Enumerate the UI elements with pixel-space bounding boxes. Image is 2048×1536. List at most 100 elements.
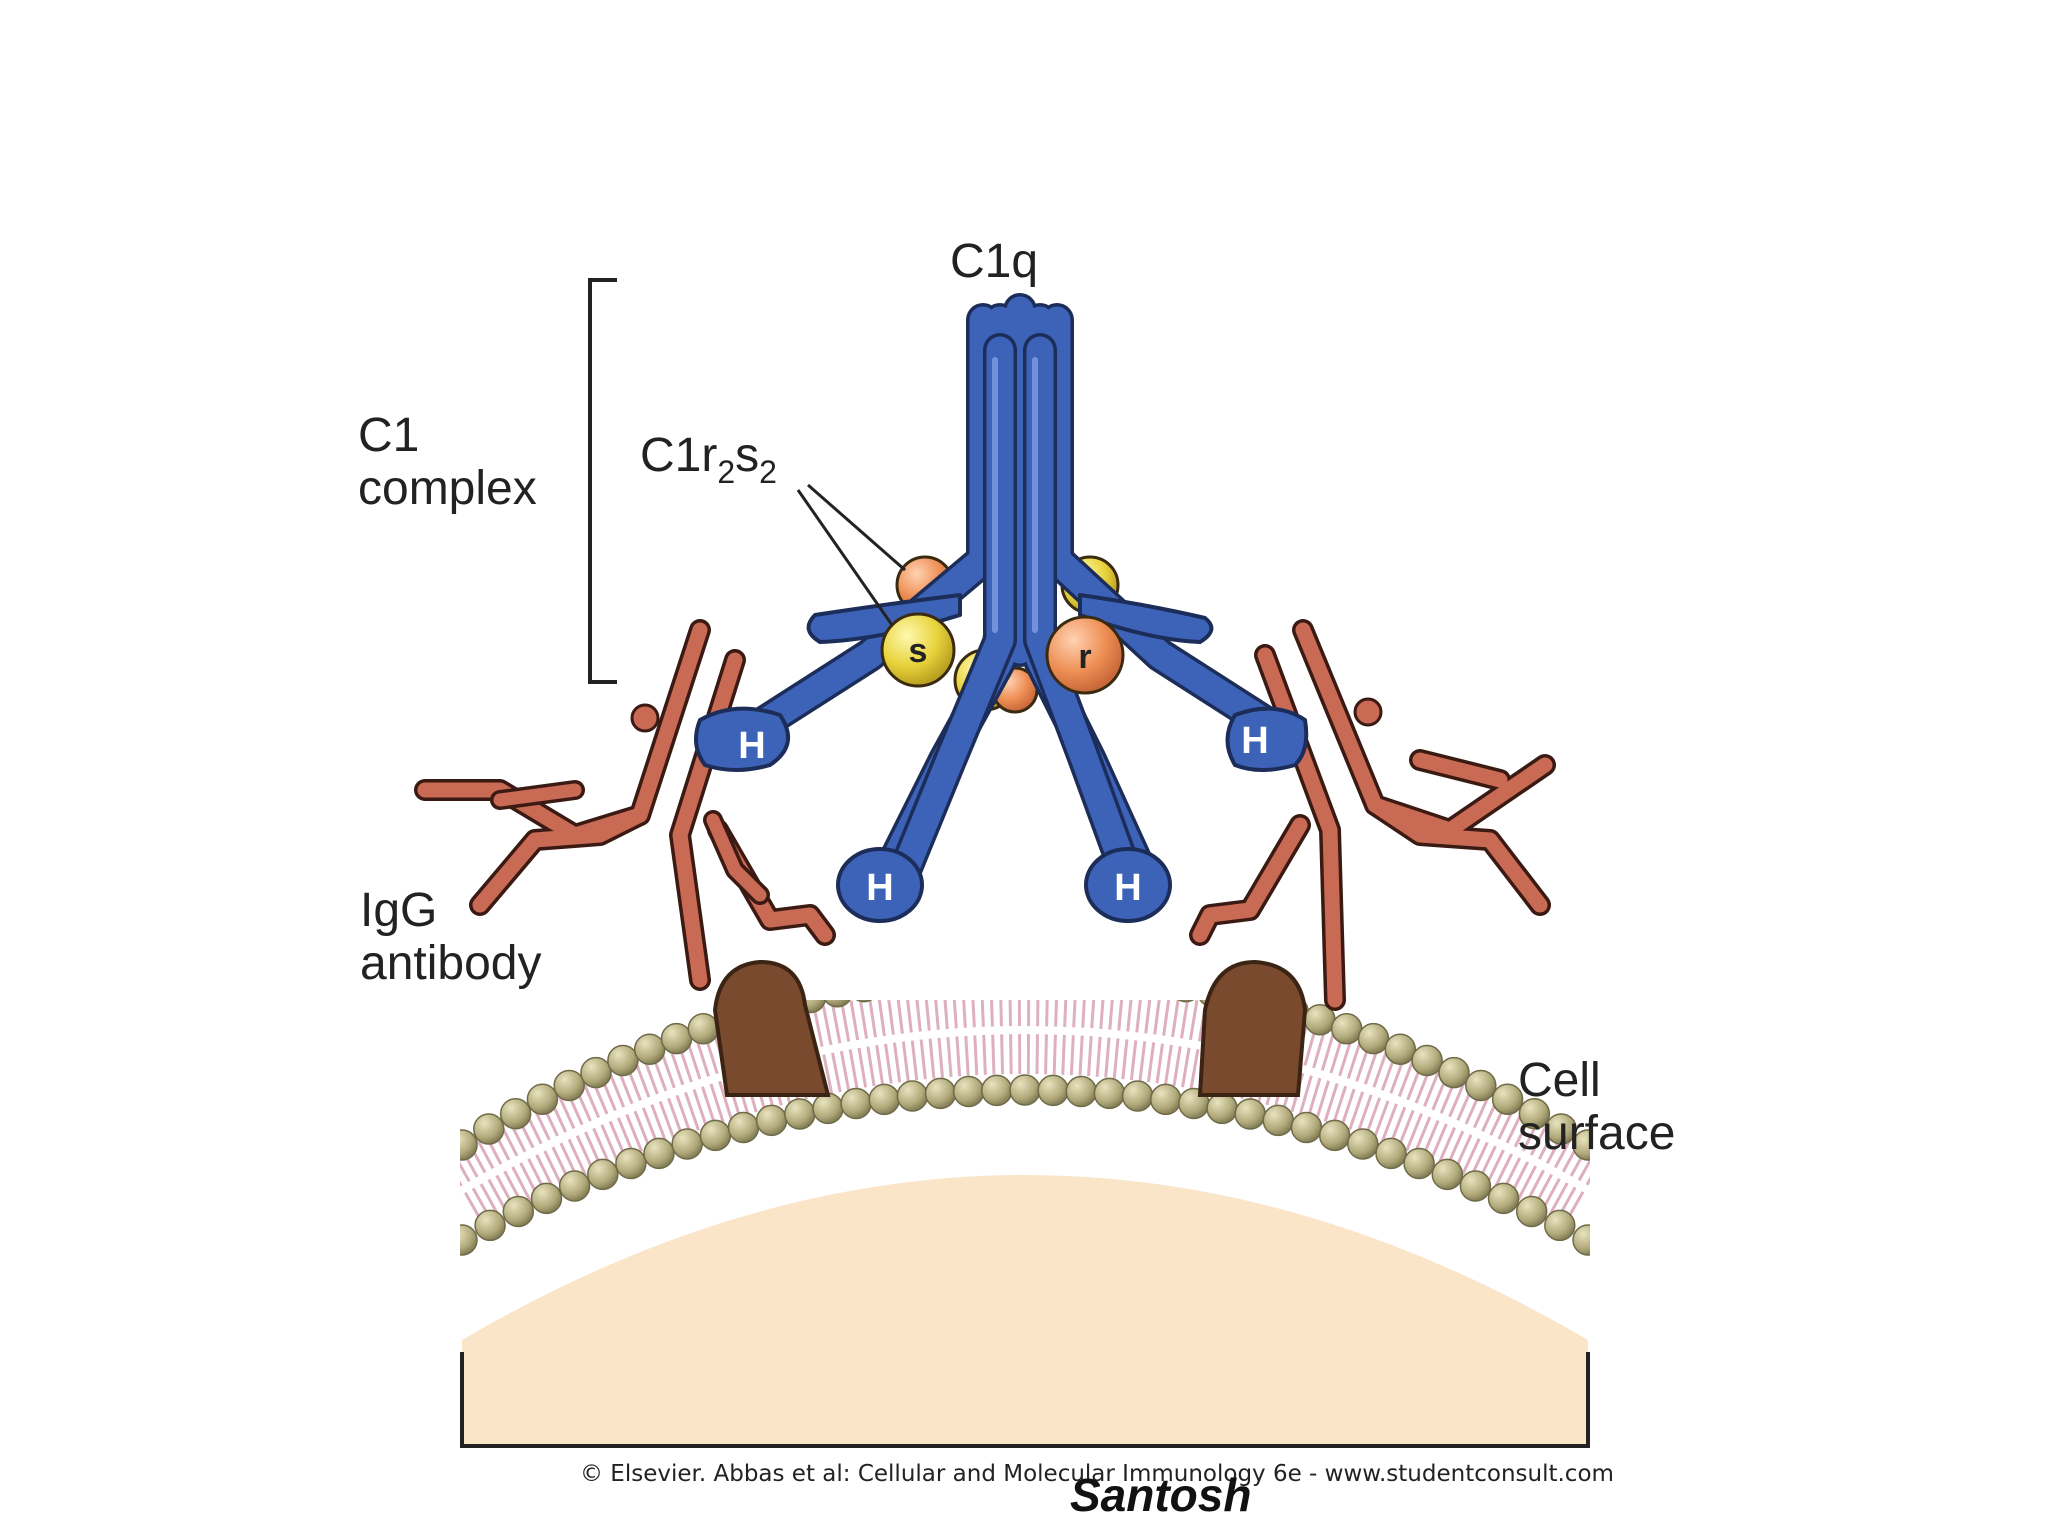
lipid-head-bead [1150,1083,1182,1116]
lipid-head-bead [499,1097,532,1130]
lipid-head-bead [1357,1022,1390,1055]
svg-text:H: H [1241,720,1268,762]
c1r2s2-label: C1r2s2 [640,429,777,490]
c1r2s2-pointer-lines [796,483,906,626]
s-subunit: s [880,612,956,688]
lipid-head-bead [1431,1158,1464,1191]
head-left-lower: H [836,847,924,923]
lipid-head-bead [607,1044,639,1077]
lipid-head-bead [1572,1129,1590,1161]
lipid-head-bead [643,1137,675,1170]
svg-text:H: H [1114,867,1141,909]
lipid-head-bead [1234,1098,1266,1130]
lipid-head-bead [903,964,933,994]
lipid-head-bead [687,1013,720,1045]
lipid-head-bead [474,1209,506,1242]
lipid-head-bead [1465,1069,1497,1102]
lipid-head-bead [1093,1077,1126,1110]
lipid-head-bead [727,1111,760,1144]
lipid-head-bead [896,1080,929,1112]
lipid-head-bead [460,1224,478,1256]
lipid-head-bead [876,967,906,997]
lipid-head-bead [526,1083,559,1115]
lipid-head-bead [1206,1092,1238,1125]
lipid-head-bead [1438,1056,1470,1089]
inner-lipid-heads [460,1074,1590,1256]
lipid-head-bead [460,1129,478,1161]
antigen-left [712,959,831,1097]
lipid-head-bead [1544,1209,1576,1242]
svg-text:H: H [738,725,765,767]
lipid-head-bead [580,1056,612,1089]
lipid-head-bead [1037,1074,1069,1107]
igg-antibody-label: IgG antibody [360,884,542,990]
lipid-head-bead [755,1104,788,1137]
lipid-head-bead [1572,1224,1590,1256]
lipid-head-bead [1144,967,1174,997]
lipid-head-bead [633,1033,666,1065]
lipid-head-bead [1318,1119,1351,1152]
lipid-head-bead [983,958,1013,988]
lipid-head-bead [1411,1044,1443,1077]
lipid-head-bead [1262,1104,1295,1137]
lipid-head-bead [558,1170,591,1202]
r-subunit: r [1045,615,1125,695]
lipid-head-bead [587,1158,619,1191]
antigen-right [1197,959,1308,1097]
lipid-head-bead [855,1000,873,1003]
lipid-head-bead [1010,958,1040,988]
cell-box-edge [460,1352,1590,1448]
cytoplasm [462,1175,1588,1448]
lipid-head-bead [1037,958,1067,988]
lipid-head-bead [1545,1113,1577,1145]
lipid-head-bead [924,1077,957,1110]
svg-text:s: s [909,632,928,670]
lipid-head-bead [1515,1195,1548,1228]
head-right-upper: H [1225,706,1309,772]
c1-complex-label: C1 complex [358,409,537,515]
c1q-molecule [728,293,1302,887]
lipid-head-bead [1375,1137,1407,1170]
lipid-head-bead [1487,1182,1520,1215]
lipid-head-bead [1065,1075,1098,1108]
lipid-head-bead [823,1000,851,1008]
lipid-head-bead [1064,959,1094,989]
lipid-head-bead [1177,1000,1195,1003]
lipid-head-bead [1491,1083,1524,1115]
lipid-head-bead [1117,964,1147,994]
lipid-head-bead [930,961,960,991]
cell-surface-label: Cell surface [1518,1054,1676,1160]
c1q-label: C1q [950,235,1039,288]
lipid-head-bead [784,1098,816,1130]
lipid-head-bead [952,1075,985,1108]
lipid-head-bead [1330,1013,1363,1045]
outer-lipid-heads [460,958,1590,1161]
lipid-head-bead [1403,1147,1435,1180]
lipid-head-bead [615,1147,647,1180]
igg-antibody-right [1189,619,1556,1011]
svg-text:r: r [1078,638,1091,676]
lipid-head-bead [1459,1170,1492,1202]
lipid-head-bead [981,1074,1013,1107]
cell-membrane [460,958,1590,1448]
lipid-head-bead [530,1182,563,1215]
lipid-head-bead [502,1195,535,1228]
lipid-head-bead [473,1113,505,1145]
lipid-head-bead [671,1128,703,1160]
lipid-head-bead [1290,1111,1323,1144]
globular-heads: H H H H [694,706,1309,923]
lipid-head-bead [660,1022,693,1055]
lipid-head-bead [699,1119,732,1152]
lipid-tails-gap [460,1026,1590,1194]
lipid-head-bead [868,1083,901,1116]
lipid-head-bead [553,1069,585,1102]
author-watermark: Santosh [1070,1469,1252,1521]
lipid-head-bead [956,959,986,989]
lipid-head-bead [1347,1128,1379,1160]
lipid-head-bead [1518,1097,1551,1130]
copyright-credit: © Elsevier. Abbas et al: Cellular and Mo… [580,1461,1614,1487]
c1-complex-bracket [588,278,617,684]
lipid-head-bead [812,1092,844,1125]
head-right-lower: H [1084,847,1172,923]
